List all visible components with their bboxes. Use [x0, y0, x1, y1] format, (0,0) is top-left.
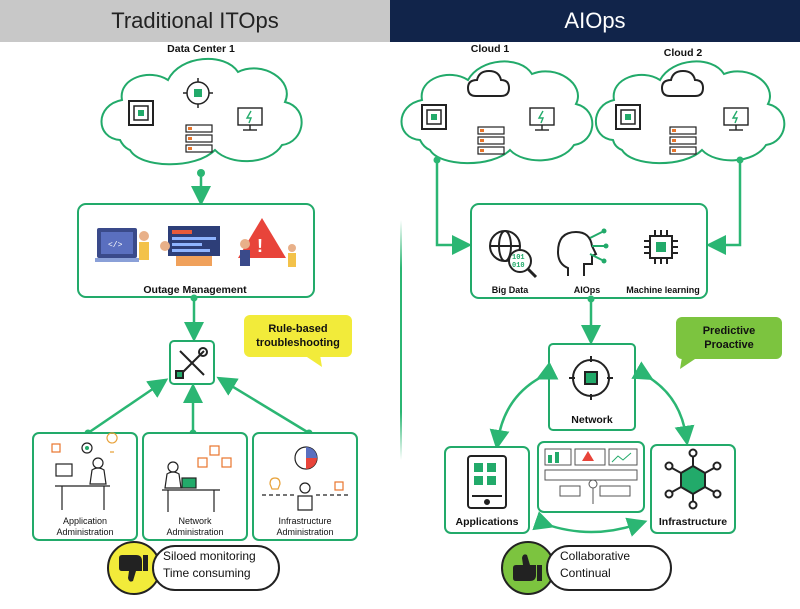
rule-based-callout-line2: troubleshooting [256, 337, 340, 349]
outage-dashboard-illustration [160, 226, 220, 266]
left-verdict-line2: Time consuming [163, 566, 251, 580]
cloud2-monitor-icon [723, 107, 749, 131]
application-admin-illustration [51, 432, 118, 510]
header-aiops: AIOps [390, 0, 800, 42]
datacenter-monitor-icon [237, 107, 263, 131]
cloud1-server-icon [477, 126, 505, 155]
outage-management-label: Outage Management [143, 284, 247, 296]
thumbs-down-icon [107, 541, 161, 595]
svg-text:!: ! [257, 236, 263, 256]
application-admin-line2: Administration [56, 527, 114, 537]
network-label: Network [571, 414, 613, 426]
infrastructure-admin-label: Infrastructure Administration [255, 516, 355, 538]
cloud1-monitor-icon [529, 107, 555, 131]
cloud2-server-icon [669, 126, 697, 155]
infrastructure-label: Infrastructure [658, 516, 728, 528]
right-verdict-line1: Collaborative [560, 549, 631, 563]
datacenter-label: Data Center 1 [167, 43, 235, 55]
infrastructure-admin-illustration [262, 446, 348, 511]
tools-icon [175, 347, 208, 379]
infrastructure-cube-network-icon [664, 448, 722, 510]
outage-developer-illustration: </> [95, 228, 149, 262]
svg-text:</>: </> [108, 241, 123, 250]
network-admin-illustration [162, 445, 232, 512]
predictive-callout-line1: Predictive [702, 325, 756, 337]
right-verdict-text: Collaborative Continual [560, 548, 630, 582]
header-traditional-itops: Traditional ITOps [0, 0, 390, 42]
operations-dashboard-illustration [544, 448, 638, 504]
applications-label: Applications [455, 516, 519, 528]
infrastructure-admin-line2: Administration [276, 527, 334, 537]
left-verdict-text: Siloed monitoring Time consuming [163, 548, 256, 582]
predictive-callout: Predictive Proactive [676, 317, 782, 359]
right-verdict-line2: Continual [560, 566, 611, 580]
left-verdict-line1: Siloed monitoring [163, 549, 256, 563]
machine-learning-label: Machine learning [626, 285, 700, 295]
machine-learning-chip-icon [644, 230, 678, 264]
applications-tablet-icon [467, 455, 507, 509]
thumbs-up-icon [501, 541, 555, 595]
cloud2-chip-icon [615, 104, 641, 130]
cloud2-shape [595, 60, 786, 165]
datacenter-cloud [100, 57, 303, 166]
datacenter-target-icon [183, 78, 213, 108]
cloud1-label: Cloud 1 [470, 43, 510, 55]
rule-based-callout-tail [304, 355, 322, 367]
predictive-callout-line2: Proactive [704, 339, 754, 351]
rule-based-callout-line1: Rule-based [268, 323, 328, 335]
cloud2-cloud-icon [660, 69, 705, 97]
outage-warning-illustration: ! [238, 218, 296, 267]
cloud1-shape [400, 60, 594, 165]
network-hub-icon [569, 356, 613, 400]
datacenter-server-icon [185, 124, 213, 153]
cloud1-cloud-icon [466, 69, 511, 97]
application-admin-line1: Application [62, 516, 108, 526]
left-verdict-pill [152, 545, 280, 591]
application-admin-label: Application Administration [35, 516, 135, 538]
big-data-label: Big Data [491, 285, 529, 295]
network-admin-label: Network Administration [145, 516, 245, 538]
cloud1-chip-icon [421, 104, 447, 130]
infrastructure-admin-line1: Infrastructure [278, 516, 332, 526]
network-admin-line1: Network [178, 516, 212, 526]
cloud2-label: Cloud 2 [663, 47, 703, 59]
datacenter-chip-icon [128, 100, 154, 126]
rule-based-callout: Rule-based troubleshooting [244, 315, 352, 357]
svg-text:010: 010 [512, 262, 525, 270]
big-data-icon: 101 010 [489, 230, 538, 279]
aiops-label: AIOps [573, 285, 601, 295]
network-admin-line2: Administration [166, 527, 224, 537]
section-divider [400, 220, 402, 460]
right-verdict-pill [546, 545, 672, 591]
predictive-callout-tail [680, 357, 698, 369]
svg-text:101: 101 [512, 254, 525, 262]
ai-head-icon [556, 228, 609, 276]
